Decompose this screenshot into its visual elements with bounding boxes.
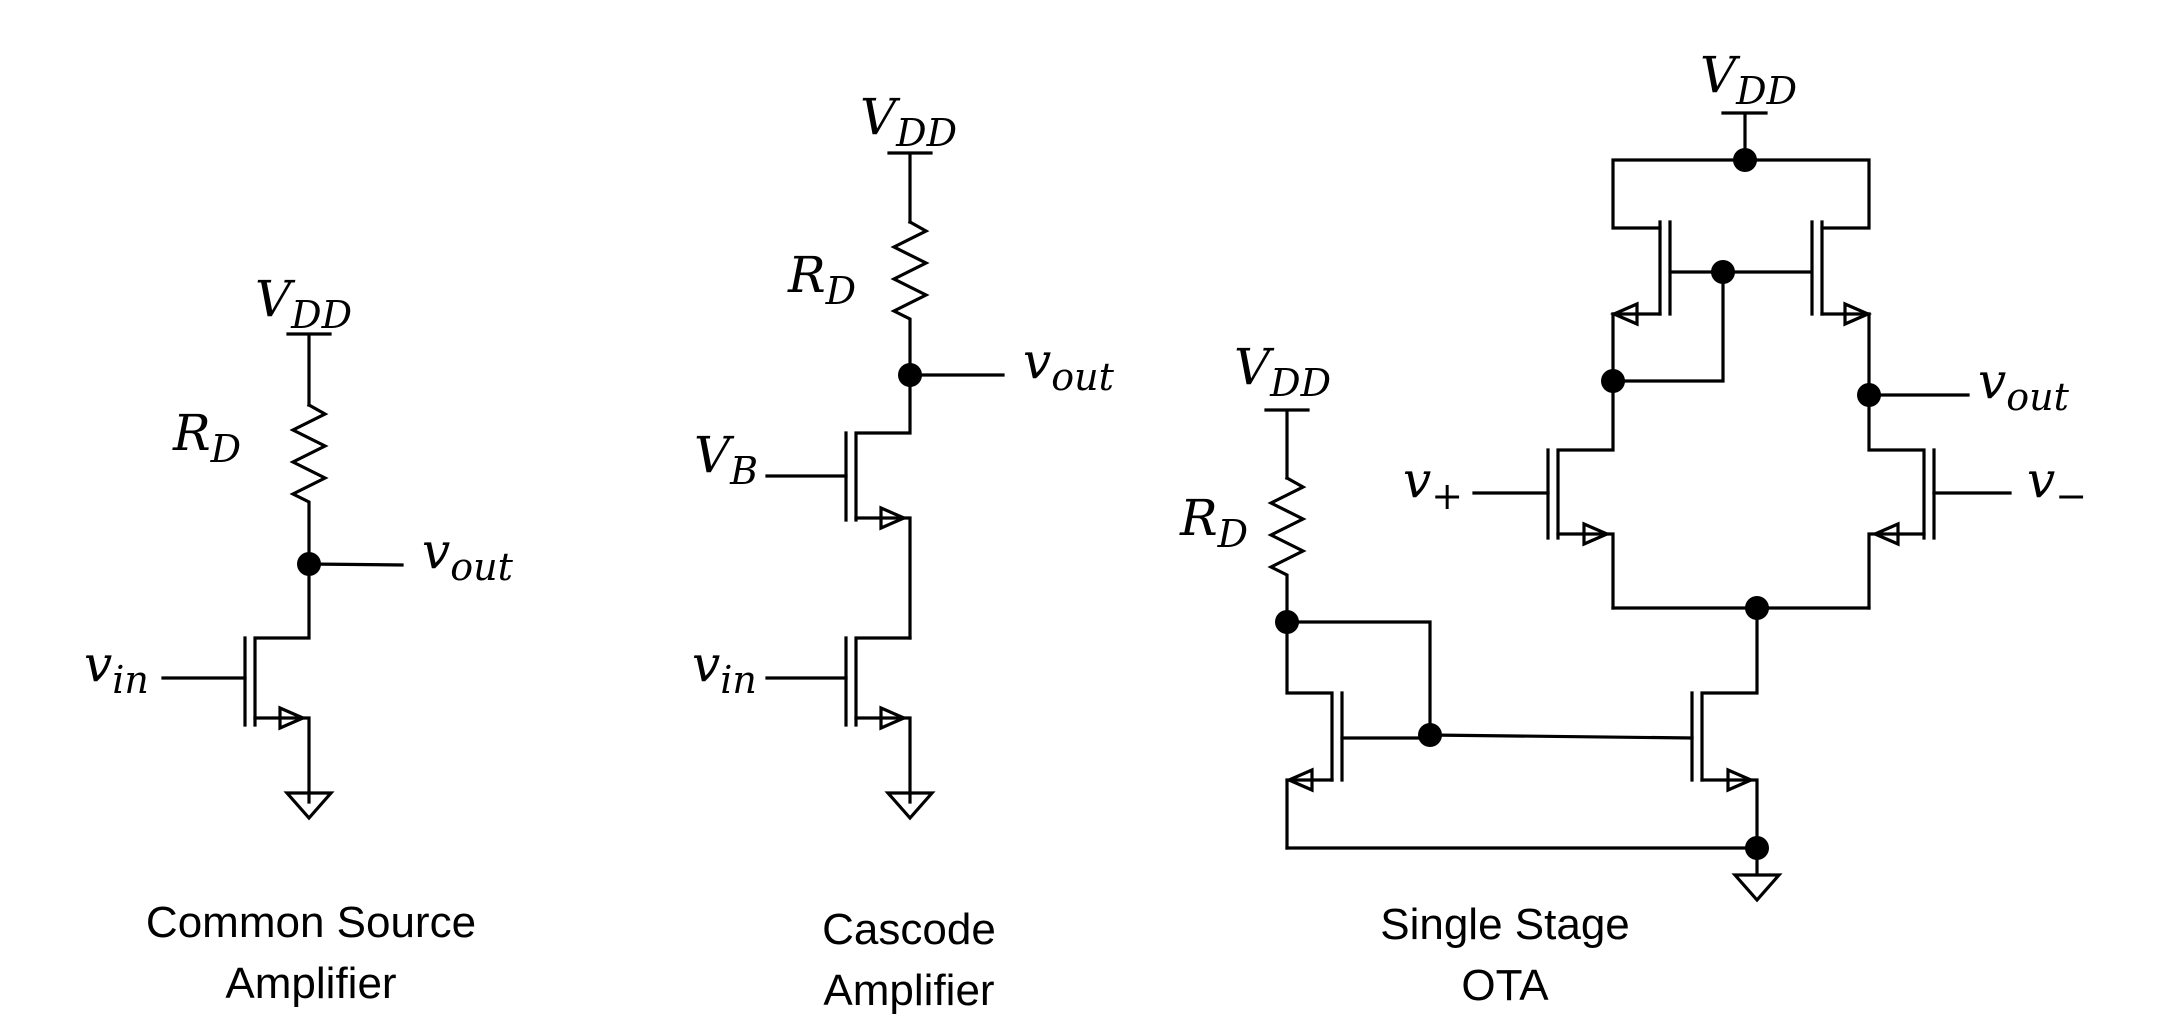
svg-text:VDD: VDD	[1234, 338, 1331, 405]
nmos-input-minus-transistor	[1867, 393, 2012, 610]
diode-connection-wire	[1611, 270, 1725, 383]
nmos-transistor	[161, 562, 311, 804]
nmos-tail-transistor	[1428, 606, 1759, 850]
vin-label: vin	[692, 635, 757, 702]
svg-text:vin: vin	[84, 635, 149, 702]
svg-text:VDD: VDD	[255, 270, 352, 337]
single-stage-ota: VDD vout	[1179, 46, 2087, 1010]
caption-common-source: Common Source Amplifier	[146, 898, 476, 1008]
vdd-rail	[286, 332, 332, 407]
svg-text:RD: RD	[1179, 489, 1248, 556]
svg-text:vout: vout	[422, 522, 514, 589]
caption-line-1: Single Stage	[1380, 900, 1630, 949]
vout-label: vout	[422, 522, 514, 589]
vdd-label: VDD	[255, 270, 352, 337]
vminus-label: v−	[2027, 451, 2087, 518]
vdd-node	[1733, 148, 1757, 172]
rd-label: RD	[787, 246, 856, 313]
bias-gate-wire	[1285, 620, 1432, 737]
ground-symbol	[1731, 846, 1783, 903]
vdd-label: VDD	[860, 88, 957, 155]
svg-text:vout: vout	[1023, 332, 1115, 399]
svg-text:VDD: VDD	[1700, 46, 1797, 113]
caption-line-1: Cascode	[822, 905, 996, 954]
svg-text:v+: v+	[1403, 451, 1463, 518]
nmos-bias-diode-transistor	[1284, 620, 1432, 850]
rd-label: RD	[172, 404, 241, 471]
vout-label: vout	[1978, 352, 2070, 419]
ground-symbol	[283, 791, 335, 821]
caption-cascode: Cascode Amplifier	[822, 905, 996, 1015]
rd-label: RD	[1179, 489, 1248, 556]
nmos-input-transistor	[765, 636, 912, 804]
svg-text:vin: vin	[692, 635, 757, 702]
vplus-label: v+	[1403, 451, 1463, 518]
resistor-rd	[890, 219, 930, 377]
caption-line-2: OTA	[1461, 961, 1549, 1010]
resistor-rd	[1267, 475, 1307, 624]
vout-wire	[307, 562, 404, 567]
vb-label: VB	[694, 426, 758, 493]
cascode-amplifier: VDD RD vout VB vin	[692, 88, 1115, 1015]
pmos-right-transistor	[1721, 220, 1873, 397]
vin-label: vin	[84, 635, 149, 702]
caption-line-1: Common Source	[146, 898, 476, 947]
common-source-amplifier: VDD RD vout vin Common Source Amplifier	[84, 270, 514, 1008]
pmos-left-transistor	[1609, 220, 1725, 383]
resistor-rd	[289, 402, 329, 566]
svg-text:VDD: VDD	[860, 88, 957, 155]
caption-line-2: Amplifier	[225, 959, 396, 1008]
nmos-cascode-transistor	[765, 373, 912, 640]
vdd-rail	[887, 151, 933, 224]
caption-ota: Single Stage OTA	[1380, 900, 1630, 1010]
svg-text:VB: VB	[694, 426, 758, 493]
vout-label: vout	[1023, 332, 1115, 399]
caption-line-2: Amplifier	[823, 966, 994, 1015]
ground-symbol	[884, 791, 936, 821]
svg-text:RD: RD	[787, 246, 856, 313]
svg-text:vout: vout	[1978, 352, 2070, 419]
svg-text:RD: RD	[172, 404, 241, 471]
bias-vdd-rail	[1264, 408, 1310, 480]
nmos-input-plus-transistor	[1472, 379, 1615, 610]
bias-vdd-label: VDD	[1234, 338, 1331, 405]
svg-text:v−: v−	[2027, 451, 2087, 518]
vdd-label: VDD	[1700, 46, 1797, 113]
